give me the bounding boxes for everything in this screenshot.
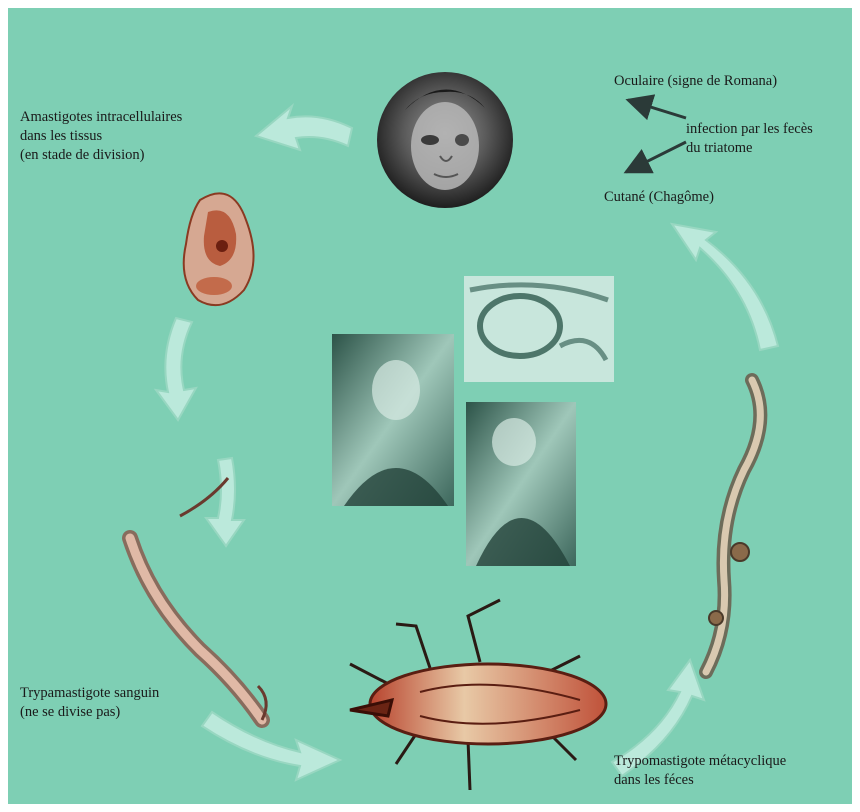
child-face-photo xyxy=(377,72,513,208)
micrograph-photo xyxy=(464,276,614,382)
child-hugging-photo xyxy=(466,402,576,566)
label-infection: infection par les fecès du triatome xyxy=(686,120,813,158)
label-trypamastigote-sanguin: Trypamastigote sanguin (ne se divise pas… xyxy=(20,684,159,722)
label-oculaire: Oculaire (signe de Romana) xyxy=(614,72,777,91)
label-trypomastigote-metacyclique: Trypomastigote métacyclique dans les féc… xyxy=(614,752,786,790)
label-cutane: Cutané (Chagôme) xyxy=(604,188,714,207)
label-amastigotes: Amastigotes intracellulaires dans les ti… xyxy=(20,108,182,165)
man-photo xyxy=(332,334,454,506)
